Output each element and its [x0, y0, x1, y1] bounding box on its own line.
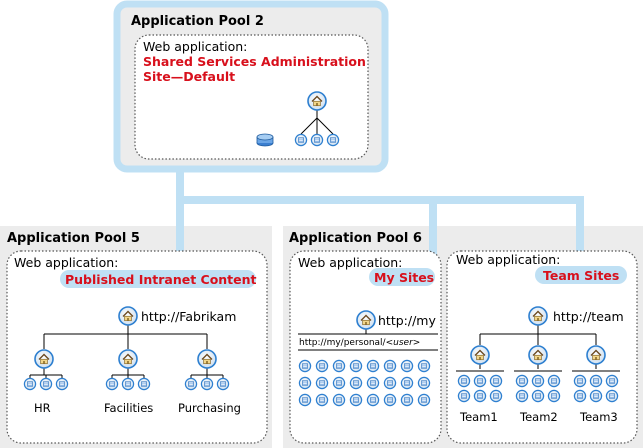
- pool2-webapp-label: Web application:: [143, 39, 248, 54]
- teamsites-site-team2: Team2: [520, 410, 558, 424]
- house-icon: [470, 345, 490, 365]
- pool5-root-url: http://Fabrikam: [141, 309, 237, 324]
- page-icon: [457, 389, 471, 403]
- mysites-root-url: http://my: [378, 313, 436, 328]
- page-icon: [417, 359, 431, 373]
- page-icon: [55, 377, 69, 391]
- page-icon: [298, 393, 312, 407]
- page-icon: [605, 374, 619, 388]
- house-icon: [307, 91, 327, 111]
- mysites-webapp-label: Web application:: [298, 255, 403, 270]
- page-icon: [105, 377, 119, 391]
- house-icon: [528, 306, 548, 326]
- page-icon: [137, 377, 151, 391]
- page-icon: [315, 376, 329, 390]
- pool5-site-facilities: Facilities: [104, 401, 154, 415]
- page-icon: [298, 376, 312, 390]
- page-icon: [184, 377, 198, 391]
- page-icon: [489, 389, 503, 403]
- page-icon: [332, 393, 346, 407]
- page-icon: [366, 393, 380, 407]
- page-icon: [200, 377, 214, 391]
- page-icon: [417, 393, 431, 407]
- page-icon: [400, 393, 414, 407]
- house-icon: [356, 310, 376, 330]
- page-icon: [589, 374, 603, 388]
- page-icon: [531, 374, 545, 388]
- page-icon: [383, 393, 397, 407]
- pool2-webapp-name-line1: Shared Services Administration: [143, 54, 366, 69]
- mysites-webapp-box: [289, 250, 442, 444]
- pool5-webapp-name: Published Intranet Content: [65, 272, 257, 287]
- page-icon: [332, 376, 346, 390]
- page-icon: [457, 374, 471, 388]
- page-icon: [400, 359, 414, 373]
- pool5-site-purchasing: Purchasing: [178, 401, 241, 415]
- teamsites-webapp-name: Team Sites: [543, 268, 620, 283]
- pool5-title: Application Pool 5: [7, 231, 140, 246]
- mysites-personal-suffix: <user>: [385, 338, 421, 348]
- pool5-webapp-label: Web application:: [14, 255, 119, 270]
- pool5-webapp-box: [6, 250, 268, 444]
- page-icon: [366, 376, 380, 390]
- page-icon: [294, 133, 308, 147]
- page-icon: [349, 393, 363, 407]
- tree-lines: [29, 110, 620, 378]
- page-icon: [547, 389, 561, 403]
- page-icon: [589, 389, 603, 403]
- house-icon: [528, 345, 548, 365]
- teamsites-root-url: http://team: [553, 309, 624, 324]
- house-icon: [34, 349, 54, 369]
- pool6-title: Application Pool 6: [289, 231, 422, 246]
- page-icon: [573, 374, 587, 388]
- page-icon: [298, 359, 312, 373]
- mysites-webapp-name: My Sites: [374, 270, 435, 285]
- page-icon: [605, 389, 619, 403]
- teamsites-name-highlight: [535, 266, 627, 284]
- page-icon: [315, 359, 329, 373]
- teamsites-webapp-label: Web application:: [456, 252, 561, 267]
- page-icon: [349, 376, 363, 390]
- page-icon: [121, 377, 135, 391]
- page-icon: [383, 376, 397, 390]
- page-icon: [473, 389, 487, 403]
- pool2-webapp-box: [134, 34, 369, 160]
- page-icon: [23, 377, 37, 391]
- page-icon: [383, 359, 397, 373]
- page-icon: [310, 133, 324, 147]
- page-icon: [326, 133, 340, 147]
- page-icon: [531, 389, 545, 403]
- mysites-personal-prefix: http://my/personal/: [299, 338, 386, 348]
- page-icon: [39, 377, 53, 391]
- pool2-webapp-name-line2: Site—Default: [143, 69, 236, 84]
- database-icon: [256, 133, 274, 147]
- page-icon: [515, 374, 529, 388]
- page-icon: [315, 393, 329, 407]
- teamsites-site-team3: Team3: [580, 410, 618, 424]
- page-icon: [473, 374, 487, 388]
- page-icon: [216, 377, 230, 391]
- mysites-personal-url: http://my/personal/<user>: [299, 338, 420, 348]
- page-icon: [417, 376, 431, 390]
- page-icon: [547, 374, 561, 388]
- house-icon: [197, 349, 217, 369]
- page-icon: [349, 359, 363, 373]
- pool2-title: Application Pool 2: [131, 14, 264, 29]
- house-icon: [118, 306, 138, 326]
- pool5-name-highlight: [60, 270, 256, 288]
- house-icon: [118, 349, 138, 369]
- page-icon: [515, 389, 529, 403]
- page-icon: [400, 376, 414, 390]
- house-icon: [586, 345, 606, 365]
- mysites-name-highlight: [369, 268, 435, 286]
- page-icon: [366, 359, 380, 373]
- page-icon: [489, 374, 503, 388]
- pool5-site-hr: HR: [34, 401, 51, 415]
- page-icon: [332, 359, 346, 373]
- page-icon: [573, 389, 587, 403]
- teamsites-site-team1: Team1: [460, 410, 498, 424]
